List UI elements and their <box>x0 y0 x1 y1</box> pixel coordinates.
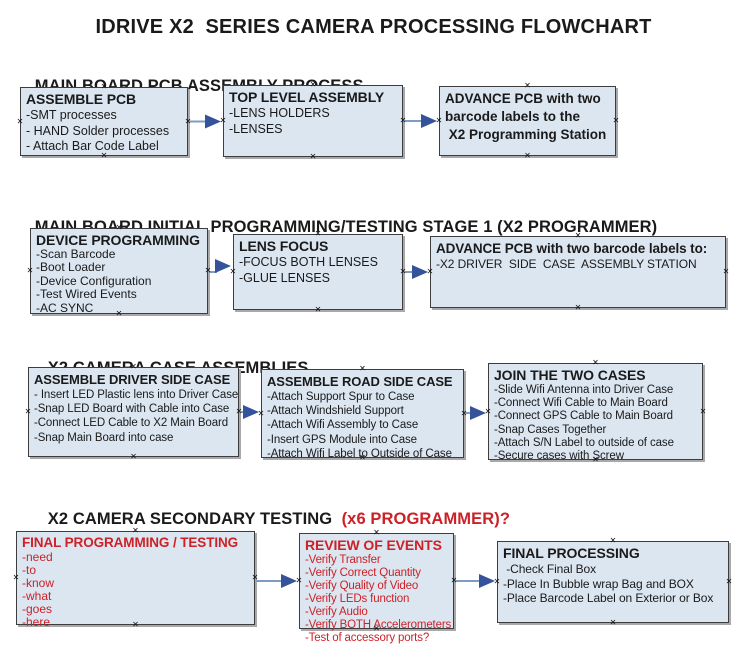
connection-handle-icon: ✕ <box>12 573 20 582</box>
flow-box-review-of-events[interactable]: REVIEW OF EVENTS -Verify Transfer -Verif… <box>299 533 454 644</box>
box-items: -Slide Wifi Antenna into Driver Case -Co… <box>494 384 674 463</box>
connection-handle-icon: ✕ <box>314 305 322 314</box>
connection-handle-icon: ✕ <box>699 406 707 416</box>
connection-handle-icon: ✕ <box>609 536 617 545</box>
section-heading-secondary-testing: X2 CAMERA SECONDARY TESTING (x6 PROGRAMM… <box>29 491 510 548</box>
connection-handle-icon: ✕ <box>184 116 192 126</box>
connection-handle-icon: ✕ <box>725 577 733 586</box>
box-items: -LENS HOLDERS -LENSES <box>229 106 330 136</box>
flow-arrow-elbow[interactable] <box>209 259 231 273</box>
connection-handle-icon: ✕ <box>16 116 24 126</box>
connection-handle-icon: ✕ <box>612 116 620 125</box>
flow-box-advance-pcb-case-assembly[interactable]: ADVANCE PCB with two barcode labels to: … <box>430 236 726 308</box>
box-items: -SMT processes - HAND Solder processes -… <box>26 108 170 153</box>
connection-handle-icon: ✕ <box>257 408 265 418</box>
connection-handle-icon: ✕ <box>130 362 137 371</box>
flow-box-top-level-assembly[interactable]: TOP LEVEL ASSEMBLY -LENS HOLDERS -LENSES <box>223 85 403 157</box>
connection-handle-icon: ✕ <box>229 267 237 276</box>
connection-handle-icon: ✕ <box>309 152 317 161</box>
connection-handle-icon: ✕ <box>574 231 582 240</box>
box-title: LENS FOCUS <box>239 238 329 254</box>
connection-handle-icon: ✕ <box>251 573 259 582</box>
connection-handle-icon: ✕ <box>373 528 380 537</box>
connection-handle-icon: ✕ <box>100 151 108 160</box>
connection-handle-icon: ✕ <box>115 309 123 318</box>
flow-box-join-the-two-cases[interactable]: JOIN THE TWO CASES -Slide Wifi Antenna i… <box>488 363 703 463</box>
flow-box-assemble-driver-side-case[interactable]: ASSEMBLE DRIVER SIDE CASE - Insert LED P… <box>28 367 239 457</box>
connection-handle-icon: ✕ <box>132 620 139 629</box>
box-items: -FOCUS BOTH LENSES -GLUE LENSES <box>239 255 378 285</box>
box-title: FINAL PROGRAMMING / TESTING <box>22 535 239 550</box>
box-title: FINAL PROCESSING <box>503 545 640 561</box>
connection-handle-icon: ✕ <box>592 455 599 464</box>
box-title: REVIEW OF EVENTS <box>305 537 442 553</box>
connection-handle-icon: ✕ <box>115 223 123 232</box>
box-items: ADVANCE PCB with two barcode labels to t… <box>445 91 607 142</box>
flow-box-final-processing[interactable]: FINAL PROCESSING -Check Final Box -Place… <box>497 541 729 623</box>
section-heading-text: X2 CAMERA SECONDARY TESTING <box>47 510 337 528</box>
connection-handle-icon: ✕ <box>309 80 317 89</box>
connection-handle-icon: ✕ <box>24 407 32 416</box>
box-title: ADVANCE PCB with two barcode labels to: <box>436 241 708 256</box>
connection-handle-icon: ✕ <box>399 267 407 276</box>
connection-handle-icon: ✕ <box>524 81 531 90</box>
connection-handle-icon: ✕ <box>314 229 322 238</box>
box-title: ASSEMBLE PCB <box>26 91 137 107</box>
connection-handle-icon: ✕ <box>130 452 137 461</box>
connection-handle-icon: ✕ <box>435 116 443 125</box>
flow-box-assemble-pcb[interactable]: ASSEMBLE PCB -SMT processes - HAND Solde… <box>20 87 188 156</box>
connection-handle-icon: ✕ <box>235 407 243 416</box>
box-items: -X2 DRIVER SIDE CASE ASSEMBLY STATION <box>436 257 697 271</box>
connection-handle-icon: ✕ <box>26 266 34 275</box>
connection-handle-icon: ✕ <box>609 618 617 627</box>
connection-handle-icon: ✕ <box>204 266 212 275</box>
connection-handle-icon: ✕ <box>450 576 458 585</box>
connection-handle-icon: ✕ <box>493 577 501 586</box>
connection-handle-icon: ✕ <box>460 408 468 418</box>
flow-box-lens-focus[interactable]: LENS FOCUS -FOCUS BOTH LENSES -GLUE LENS… <box>233 234 403 310</box>
section-heading-red-text: (x6 PROGRAMMER)? <box>336 510 511 528</box>
box-title: TOP LEVEL ASSEMBLY <box>229 89 385 105</box>
box-items: -Verify Transfer -Verify Correct Quantit… <box>305 554 452 644</box>
connection-handle-icon: ✕ <box>399 116 407 125</box>
connection-handle-icon: ✕ <box>100 82 108 91</box>
box-items: -need -to -know -what -goes -here <box>22 550 55 629</box>
flow-box-device-programming[interactable]: DEVICE PROGRAMMING -Scan Barcode -Boot L… <box>30 228 208 314</box>
connection-handle-icon: ✕ <box>359 453 366 462</box>
box-items: -Scan Barcode -Boot Loader -Device Confi… <box>36 247 152 315</box>
flow-box-final-programming-testing[interactable]: FINAL PROGRAMMING / TESTING -need -to -k… <box>16 531 255 629</box>
flow-box-assemble-road-side-case[interactable]: ASSEMBLE ROAD SIDE CASE -Attach Support … <box>261 369 464 460</box>
connection-handle-icon: ✕ <box>132 526 139 535</box>
box-title: ASSEMBLE ROAD SIDE CASE <box>267 374 453 389</box>
connection-handle-icon: ✕ <box>295 576 303 585</box>
connection-handle-icon: ✕ <box>574 303 582 312</box>
connection-handle-icon: ✕ <box>524 151 531 160</box>
connection-handle-icon: ✕ <box>359 364 366 373</box>
flow-box-advance-pcb-programming-station[interactable]: ADVANCE PCB with two barcode labels to t… <box>439 86 616 156</box>
connection-handle-icon: ✕ <box>373 624 380 633</box>
box-items: -Attach Support Spur to Case -Attach Win… <box>267 391 452 460</box>
box-items: - Insert LED Plastic lens into Driver Ca… <box>34 389 239 444</box>
connection-handle-icon: ✕ <box>426 267 434 276</box>
box-title: JOIN THE TWO CASES <box>494 367 646 383</box>
box-items: -Check Final Box -Place In Bubble wrap B… <box>503 562 714 606</box>
connection-handle-icon: ✕ <box>484 406 492 416</box>
box-title: ASSEMBLE DRIVER SIDE CASE <box>34 372 231 387</box>
page-title: IDRIVE X2 SERIES CAMERA PROCESSING FLOWC… <box>95 16 652 38</box>
box-title: DEVICE PROGRAMMING <box>36 232 200 248</box>
connection-handle-icon: ✕ <box>722 267 730 276</box>
connection-handle-icon: ✕ <box>592 358 599 367</box>
connection-handle-icon: ✕ <box>219 116 227 125</box>
